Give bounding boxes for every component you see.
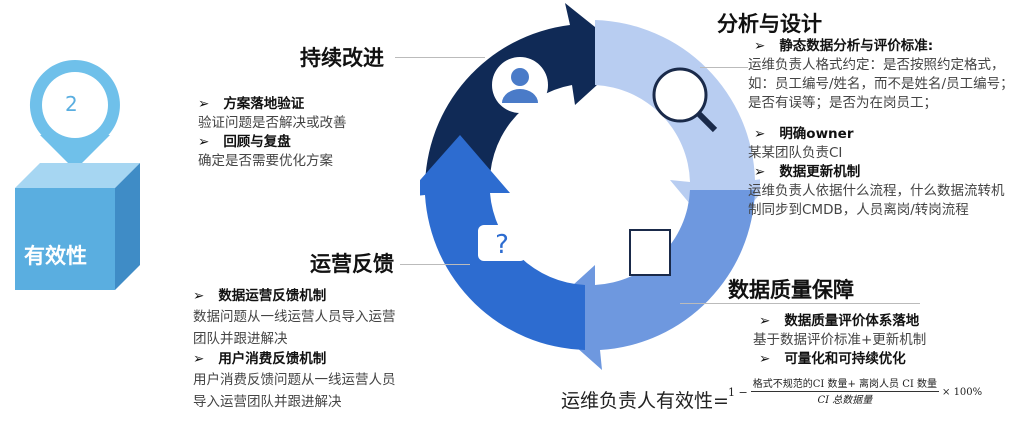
formula-label: 运维负责人有效性= xyxy=(561,390,729,412)
feedback-text-1: 数据问题从一线运营人员导入运营团队并跟进解决 xyxy=(193,309,396,347)
quality-heading-2: 可量化和可持续优化 xyxy=(759,350,1013,369)
improve-heading-1: 方案落地验证 xyxy=(198,95,398,114)
badge-number: 2 xyxy=(65,92,78,116)
quality-heading-1: 数据质量评价体系落地 xyxy=(759,312,1013,331)
quality-text-1: 基于数据评价标准+更新机制 xyxy=(753,332,927,348)
improve-text-1: 验证问题是否解决或改善 xyxy=(198,115,347,131)
improve-heading-2: 回顾与复盘 xyxy=(198,133,398,152)
design-text-3: 运维负责人依据什么流程，什么数据流转机制同步到CMDB，人员离岗/转岗流程 xyxy=(748,183,1005,218)
cycle-diagram: ? xyxy=(420,3,760,370)
svg-text:?: ? xyxy=(495,230,509,260)
arrow-light xyxy=(595,20,760,240)
formula-expression: 1 − 格式不规范的CI 数量+ 离岗人员 CI 数量 CI 总数据量 × 10… xyxy=(728,378,982,407)
design-title: 分析与设计 xyxy=(717,12,822,36)
improve-title: 持续改进 xyxy=(300,46,384,70)
design-text-1: 运维负责人格式约定：是否按照约定格式，如：员工编号/姓名，而不是姓名/员工编号；… xyxy=(748,57,1014,111)
formula-fraction: 格式不规范的CI 数量+ 离岗人员 CI 数量 CI 总数据量 xyxy=(750,378,940,407)
feedback-title: 运营反馈 xyxy=(310,252,394,276)
feedback-heading-2: 用户消费反馈机制 xyxy=(193,350,398,369)
design-heading-3: 数据更新机制 xyxy=(754,163,1016,182)
arrow-medium xyxy=(540,190,755,370)
quality-title: 数据质量保障 xyxy=(728,278,854,302)
certificate-icon xyxy=(629,229,671,276)
effectiveness-badge xyxy=(15,60,140,290)
feedback-text-2: 用户消费反馈问题从一线运营人员导入运营团队并跟进解决 xyxy=(193,372,396,410)
improve-text-2: 确定是否需要优化方案 xyxy=(198,153,333,169)
formula-one: 1 − xyxy=(728,386,748,399)
design-heading-1: 静态数据分析与评价标准: xyxy=(754,37,1016,56)
formula-times: × 100% xyxy=(942,387,983,398)
formula-denominator: CI 总数据量 xyxy=(817,395,873,406)
design-text-2: 某某团队负责CI xyxy=(748,145,843,161)
feedback-heading-1: 数据运营反馈机制 xyxy=(193,287,398,306)
formula-numerator: 格式不规范的CI 数量+ 离岗人员 CI 数量 xyxy=(750,379,940,392)
chart-search-icon xyxy=(652,67,708,123)
badge-label: 有效性 xyxy=(24,244,87,268)
question-bubble-icon xyxy=(478,225,526,261)
design-heading-2: 明确owner xyxy=(754,125,1016,144)
